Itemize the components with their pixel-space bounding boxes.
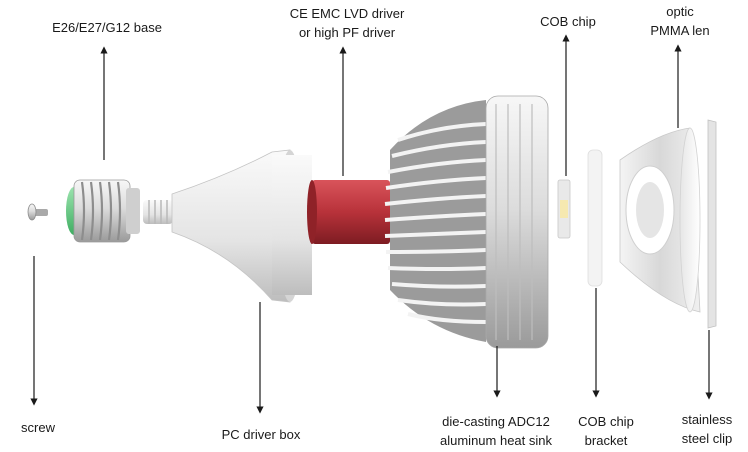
optic-lens-part — [619, 127, 701, 313]
label-screw-text: screw — [21, 420, 55, 435]
label-cob-chip-text: COB chip — [540, 14, 596, 29]
label-heat-sink-line1: die-casting ADC12 — [442, 414, 550, 429]
label-optic-line1: optic — [666, 4, 694, 19]
label-driver-line2: or high PF driver — [298, 25, 396, 40]
label-clip: stainless steel clip — [670, 410, 744, 448]
label-bracket: COB chip bracket — [566, 412, 646, 450]
label-optic: optic PMMA len — [630, 2, 730, 40]
label-bracket-line2: bracket — [584, 433, 628, 448]
label-base-text: E26/E27/G12 base — [52, 20, 162, 35]
label-driver-box-text: PC driver box — [221, 427, 301, 442]
label-heat-sink: die-casting ADC12 aluminum heat sink — [426, 412, 566, 450]
driver-module-part — [307, 180, 390, 244]
steel-clip-part — [707, 119, 717, 329]
label-bracket-line1: COB chip — [578, 414, 634, 429]
label-clip-line1: stainless — [681, 412, 733, 427]
driver-box-neck — [143, 200, 173, 224]
label-base: E26/E27/G12 base — [42, 18, 172, 37]
heat-sink-part — [384, 95, 549, 349]
label-cob-chip: COB chip — [528, 12, 608, 31]
cob-chip-part — [557, 179, 571, 239]
leader-arrows — [30, 34, 713, 414]
label-driver-line1: CE EMC LVD driver — [289, 6, 405, 21]
label-driver: CE EMC LVD driver or high PF driver — [272, 4, 422, 42]
label-driver-box: PC driver box — [205, 425, 317, 444]
screw-part — [27, 203, 48, 221]
driver-box-part — [171, 149, 312, 303]
lamp-base-part — [66, 179, 140, 243]
label-clip-line2: steel clip — [681, 431, 733, 446]
label-heat-sink-line2: aluminum heat sink — [440, 433, 552, 448]
label-screw: screw — [8, 418, 68, 437]
label-optic-line2: PMMA len — [650, 23, 710, 38]
chip-bracket-part — [587, 149, 603, 287]
